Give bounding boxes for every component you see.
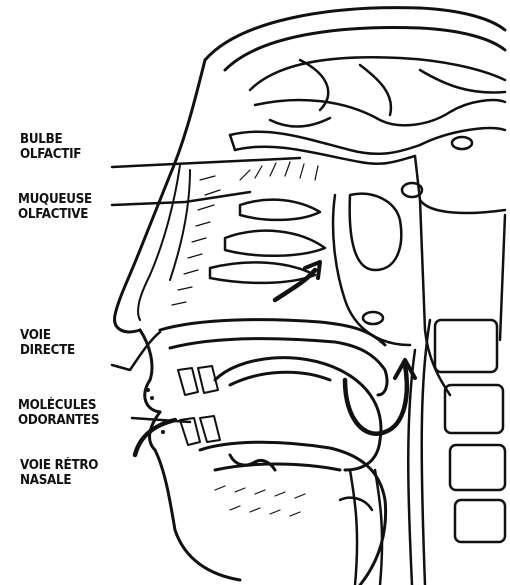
jaw-stipple	[215, 486, 305, 516]
leader-lines	[112, 158, 300, 422]
cervical-spine	[408, 320, 505, 585]
muqueuse-leader-line	[112, 192, 250, 205]
nasal-flow-arrow	[275, 270, 315, 300]
label-muqueuse-olfactive: MUQUEUSE OLFACTIVE	[18, 192, 92, 222]
turbinates	[210, 200, 325, 283]
label-voie-retro-line2: NASALE	[20, 473, 98, 488]
label-molecules-line1: MOLÉCULES	[18, 398, 99, 413]
skull-outline	[205, 8, 505, 70]
label-voie-retro-line1: VOIE RÉTRO	[20, 458, 98, 473]
label-bulbe-line2: OLFACTIF	[20, 147, 81, 162]
label-voie-directe-line1: VOIE	[20, 328, 75, 343]
mandible	[200, 442, 386, 585]
label-bulbe-olfactif: BULBE OLFACTIF	[20, 132, 81, 162]
label-molecules-odorantes: MOLÉCULES ODORANTES	[18, 398, 99, 428]
label-voie-retro-nasale: VOIE RÉTRO NASALE	[20, 458, 98, 488]
teeth	[178, 366, 220, 445]
label-muqueuse-line1: MUQUEUSE	[18, 192, 92, 207]
tongue	[215, 358, 381, 470]
bulbe-leader-line	[112, 158, 300, 167]
larynx	[340, 470, 382, 585]
label-muqueuse-line2: OLFACTIVE	[18, 207, 92, 222]
label-bulbe-line1: BULBE	[20, 132, 81, 147]
nasopharynx-wall	[333, 194, 505, 395]
label-voie-directe: VOIE DIRECTE	[20, 328, 75, 358]
brain-folds	[250, 57, 505, 126]
label-molecules-line2: ODORANTES	[18, 413, 99, 428]
label-voie-directe-line2: DIRECTE	[20, 343, 75, 358]
sphenoid-sinus	[402, 128, 505, 213]
